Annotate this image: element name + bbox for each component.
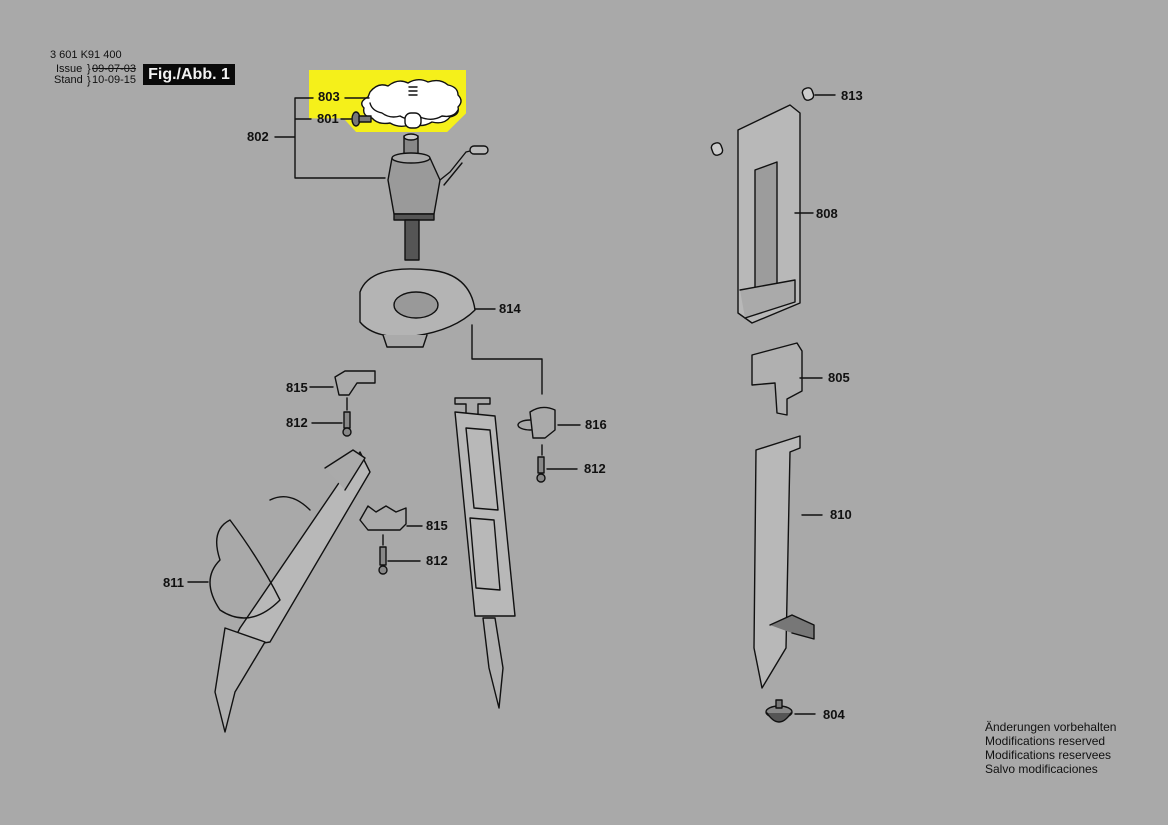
callout-814[interactable]: 814 [499,301,521,316]
leg-with-strap-811-icon [187,449,371,733]
callout-802[interactable]: 802 [247,129,269,144]
leg-clamp-805-icon [751,342,823,416]
base-plate-814-icon [359,268,543,395]
head-802-icon [387,133,489,261]
knob-803-icon [361,79,462,129]
note-line-de: Änderungen vorbehalten [985,720,1117,734]
callout-804[interactable]: 804 [823,707,845,722]
bracket-hinge-816-icon [517,406,581,483]
callout-810[interactable]: 810 [830,507,852,522]
callout-811[interactable]: 811 [163,575,184,590]
callout-812-lower[interactable]: 812 [426,553,448,568]
callout-812-top[interactable]: 812 [286,415,308,430]
part-number: 3 601 K91 400 [50,49,122,61]
upper-leg-808-icon [710,87,836,324]
callout-801[interactable]: 801 [317,111,339,126]
callout-808[interactable]: 808 [816,206,838,221]
header-bracket: }} [87,63,91,87]
callout-812-mid[interactable]: 812 [584,461,606,476]
callout-803[interactable]: 803 [318,89,340,104]
leg-bracket-815-icon [309,370,376,437]
lower-leg-810-icon [753,435,823,689]
issue-date: 09-07-03 [92,63,137,75]
callout-815-lower[interactable]: 815 [426,518,448,533]
note-line-en: Modifications reserved [985,734,1106,748]
issue-label: Issue [56,63,83,75]
thumb-screw-801-icon [351,111,372,127]
stand-label: Stand [54,74,83,86]
callout-815-top[interactable]: 815 [286,380,308,395]
callout-816[interactable]: 816 [585,417,607,432]
modifications-note: Änderungen vorbehalten Modifications res… [985,720,1116,776]
callout-805[interactable]: 805 [828,370,850,385]
note-line-fr: Modifications reservees [985,748,1112,762]
leg-bracket-815b-icon [359,505,423,575]
figure-label: Fig./Abb. 1 [143,64,235,85]
middle-leg-icon [454,397,516,709]
foot-804-icon [765,699,816,723]
stand-date: 10-09-15 [92,74,137,86]
note-line-es: Salvo modificaciones [985,762,1098,776]
callout-813[interactable]: 813 [841,88,863,103]
